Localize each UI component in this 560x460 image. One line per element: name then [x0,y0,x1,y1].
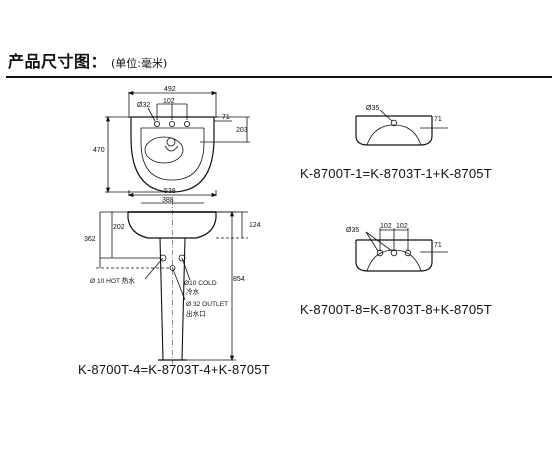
cold-inlet-cn-label: 冷水 [186,287,200,296]
outlet-cn-label: 出水口 [186,309,206,318]
variant-1-drawing: Ø35 71 [355,105,448,146]
v8-hole-dia-label: Ø35 [346,227,359,234]
top-view-drawing: 492 102 Ø32 71 [93,86,250,194]
top-hole-spacing-label: 102 [163,98,175,105]
front-width-label: 538 [164,188,176,195]
v8-rim-label: 71 [434,242,442,249]
hot-inlet-label: Ø 10 HOT 热水 [90,276,135,285]
unit-note: (单位:毫米) [111,57,168,70]
front-pedestal-offset-label: 362 [84,236,96,243]
variant-8-drawing: 102 102 Ø35 71 [346,223,448,272]
top-depth-faucet-label: 203 [236,127,248,134]
v1-rim-label: 71 [434,116,442,123]
header-divider [6,76,552,78]
v8-spacing-b-label: 102 [396,223,408,230]
cold-inlet-label: Ø10 COLD [184,280,217,287]
top-rim-label: 71 [222,114,230,121]
front-rim-height-label: 124 [249,222,261,229]
v8-spacing-a-label: 102 [380,223,392,230]
main-caption: K-8700T-4=K-8703T-4+K-8705T [78,362,270,377]
front-view-drawing: 538 388 124 202 [84,188,261,364]
header: 产品尺寸图： (单位:毫米) [8,48,167,72]
top-hole-dia-label: Ø32 [137,102,150,109]
front-basin-depth-label: 202 [113,224,125,231]
front-inner-width-label: 388 [162,197,174,204]
v1-hole-dia-label: Ø35 [366,105,379,112]
variant-1-caption: K-8700T-1=K-8703T-1+K-8705T [300,166,492,181]
front-total-height-label: 854 [233,276,245,283]
top-width-label: 492 [164,86,176,93]
variant-8-caption: K-8700T-8=K-8703T-8+K-8705T [300,302,492,317]
outlet-label: Ø 32 OUTLET [186,301,228,308]
page-title: 产品尺寸图： [8,52,108,71]
top-depth-label: 470 [93,147,105,154]
